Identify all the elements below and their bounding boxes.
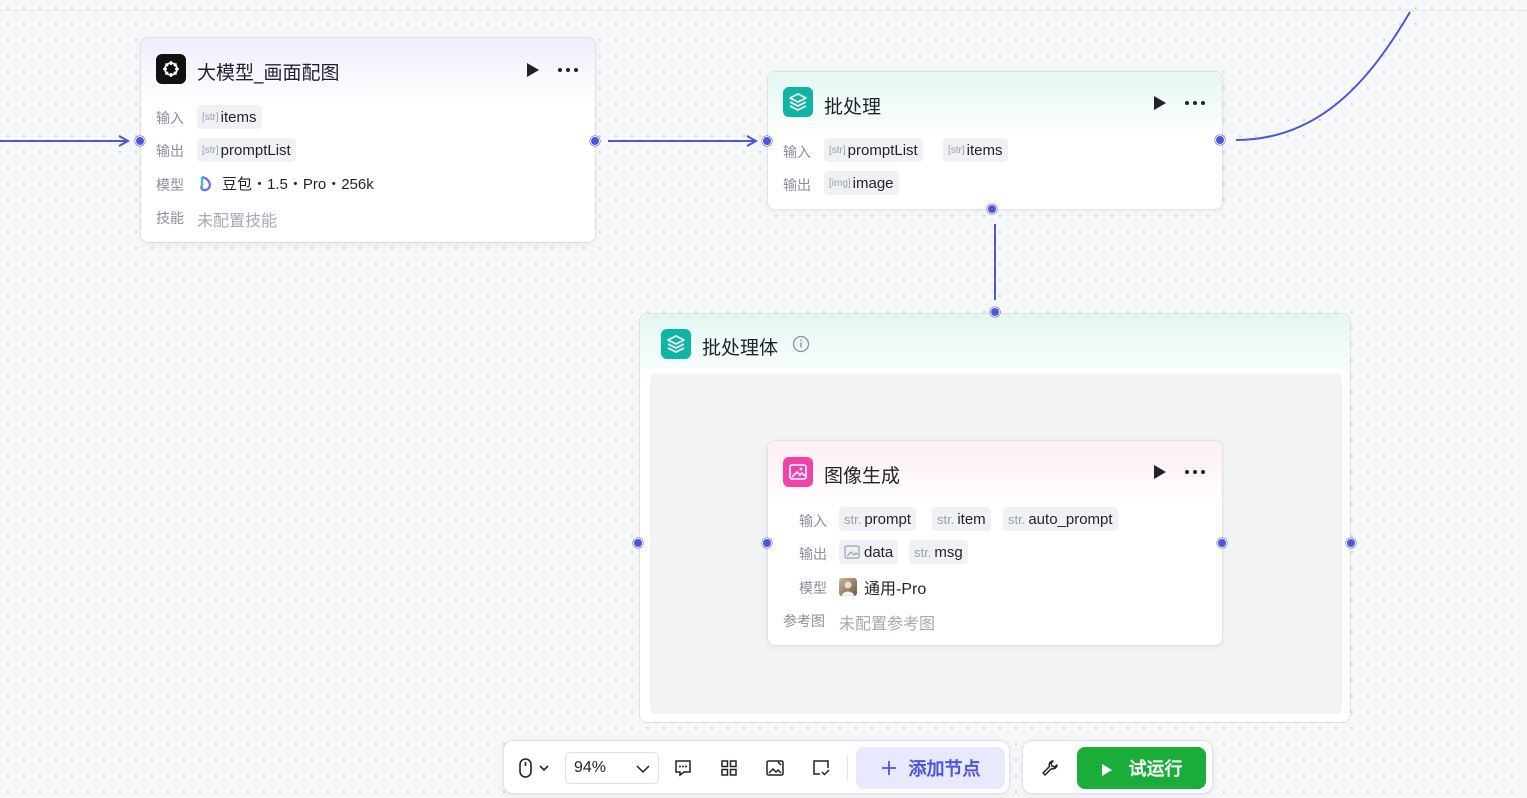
ref-image-value: 未配置参考图 bbox=[839, 614, 936, 633]
output-var-tag: [img]image bbox=[824, 171, 899, 195]
model-label: 模型 bbox=[156, 178, 184, 194]
skill-label: 技能 bbox=[156, 211, 184, 227]
node-llm[interactable]: 大模型_画面配图 输入 [str]items 输出 [str]promptLis… bbox=[140, 37, 596, 243]
toolbar-divider bbox=[847, 755, 848, 781]
canvas-check-icon[interactable] bbox=[807, 754, 835, 782]
zoom-select[interactable]: 94% bbox=[565, 752, 659, 784]
add-node-button[interactable]: 添加节点 bbox=[856, 747, 1005, 789]
port-body-top[interactable] bbox=[990, 307, 1000, 317]
canvas-toolbar: 94% 添加节点 bbox=[503, 740, 1010, 794]
port-image-out[interactable] bbox=[1217, 538, 1227, 548]
doubao-logo-icon bbox=[199, 175, 214, 192]
input-var-tag: [str]items bbox=[197, 105, 262, 129]
port-llm-in[interactable] bbox=[135, 136, 145, 146]
mouse-mode-icon[interactable] bbox=[512, 754, 556, 782]
output-var-tag: data bbox=[839, 540, 899, 564]
input-var-tag: [str]items bbox=[943, 138, 1008, 162]
play-icon[interactable] bbox=[524, 61, 542, 79]
skill-value: 未配置技能 bbox=[197, 211, 278, 230]
input-var-tag: str.item bbox=[932, 507, 991, 531]
image-generate-icon bbox=[783, 457, 813, 487]
layout-grid-icon[interactable] bbox=[715, 754, 743, 782]
node-header bbox=[768, 441, 1222, 505]
chevron-down-icon bbox=[636, 762, 650, 774]
wrench-icon[interactable] bbox=[1036, 754, 1064, 782]
input-var-tag: str.auto_prompt bbox=[1003, 507, 1118, 531]
port-llm-out[interactable] bbox=[590, 136, 600, 146]
image-type-icon bbox=[844, 545, 860, 559]
model-value: 豆包・1.5・Pro・256k bbox=[199, 173, 374, 194]
model-value: 通用-Pro bbox=[839, 575, 926, 599]
node-batch[interactable]: 批处理 输入 [str]promptList [str]items 输出 [im… bbox=[767, 71, 1223, 210]
container-title: 批处理体 bbox=[702, 337, 779, 359]
model-avatar bbox=[839, 578, 857, 596]
port-batch-in[interactable] bbox=[762, 136, 772, 146]
play-icon bbox=[1101, 761, 1113, 776]
image-tool-icon[interactable] bbox=[761, 754, 789, 782]
layers-icon bbox=[661, 329, 691, 359]
input-label: 输入 bbox=[799, 514, 827, 530]
openai-logo-icon bbox=[156, 54, 186, 84]
layers-icon bbox=[783, 87, 813, 117]
canvas-top-border bbox=[0, 10, 1527, 11]
play-icon[interactable] bbox=[1151, 463, 1169, 481]
node-header bbox=[141, 38, 595, 102]
port-batch-bottom[interactable] bbox=[987, 204, 997, 214]
port-body-left[interactable] bbox=[633, 538, 643, 548]
output-label: 输出 bbox=[783, 178, 811, 194]
play-icon[interactable] bbox=[1151, 94, 1169, 112]
node-image-gen[interactable]: 图像生成 输入 str.prompt str.item str.auto_pro… bbox=[767, 440, 1223, 646]
node-header bbox=[768, 72, 1222, 136]
port-batch-out[interactable] bbox=[1215, 135, 1225, 145]
edge-batch-out bbox=[1235, 11, 1411, 141]
output-label: 输出 bbox=[799, 547, 827, 563]
container-header bbox=[640, 314, 1350, 384]
node-title: 图像生成 bbox=[824, 465, 901, 487]
info-icon[interactable] bbox=[792, 335, 810, 353]
node-title: 大模型_画面配图 bbox=[197, 62, 340, 84]
output-var-tag: [str]promptList bbox=[197, 138, 296, 162]
more-icon[interactable] bbox=[555, 61, 581, 79]
output-var-tag: str.msg bbox=[909, 540, 968, 564]
input-label: 输入 bbox=[783, 145, 811, 161]
model-label: 模型 bbox=[799, 581, 827, 597]
input-var-tag: [str]promptList bbox=[824, 138, 923, 162]
plus-icon bbox=[881, 760, 897, 776]
comment-icon[interactable] bbox=[669, 754, 697, 782]
run-toolbar: 试运行 bbox=[1022, 740, 1213, 794]
input-var-tag: str.prompt bbox=[839, 507, 917, 531]
test-run-button[interactable]: 试运行 bbox=[1077, 747, 1206, 789]
output-label: 输出 bbox=[156, 144, 184, 160]
more-icon[interactable] bbox=[1182, 463, 1208, 481]
ref-image-label: 参考图 bbox=[783, 614, 825, 630]
input-label: 输入 bbox=[156, 111, 184, 127]
port-image-in[interactable] bbox=[762, 538, 772, 548]
more-icon[interactable] bbox=[1182, 94, 1208, 112]
node-title: 批处理 bbox=[824, 96, 882, 118]
port-body-right[interactable] bbox=[1346, 538, 1356, 548]
